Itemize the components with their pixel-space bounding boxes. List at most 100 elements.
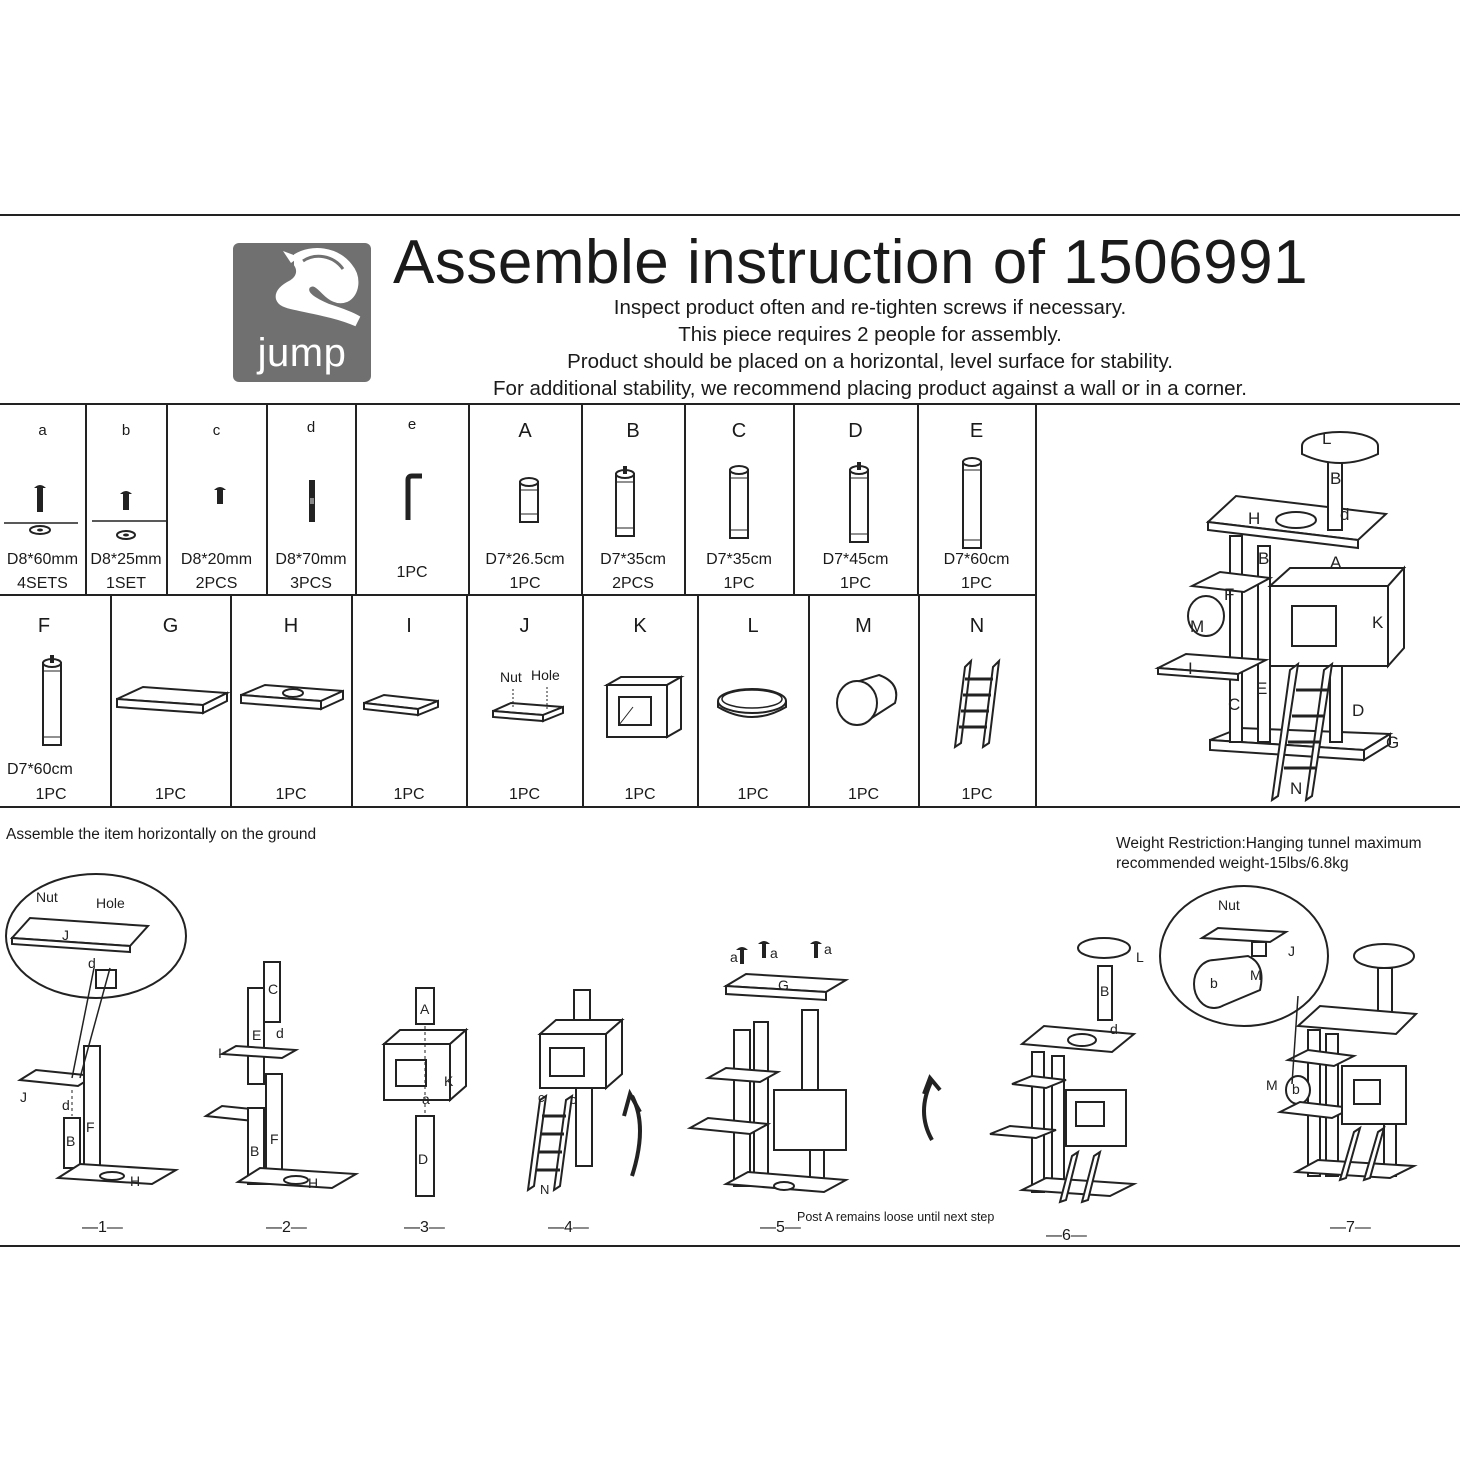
step-label-7: —7— [1330,1219,1371,1236]
col-divider [230,595,232,806]
callout-F: F [1224,585,1234,604]
part-qty: 1PC [509,575,541,592]
col-divider [351,595,353,806]
jump-logo: jump [233,243,371,382]
callout-d: d [1110,1021,1118,1037]
hole-label: Hole [531,667,560,683]
callout-D: D [418,1151,428,1167]
part-spec: D8*60mm [6,551,79,568]
callout-a1: a [730,949,738,965]
nut-label: Nut [500,669,522,685]
step2-diagram: C E d I B F H [203,961,360,1191]
callout-a2: a [770,945,778,961]
note-line: For additional stability, we recommend p… [493,377,1247,400]
bottom-rule [0,1245,1460,1247]
part-qty: 2PCS [195,575,238,592]
col-divider [110,595,112,806]
callout-G: G [1386,733,1399,752]
part-letter: J [519,615,530,637]
screw-icon [214,487,226,504]
part-cell-F: F D7*60cm 1PC [0,595,110,806]
callout-A: A [420,1001,430,1017]
callout-M2: M [1266,1077,1278,1093]
callout-F: F [86,1119,95,1135]
part-cell-K: K 1PC [583,595,697,806]
callout-I: I [1188,659,1193,678]
step6-diagram: L B d [989,937,1144,1204]
part-qty: 1PC [624,786,656,803]
callout-M: M [1190,617,1204,636]
part-spec: D8*70mm [275,551,347,568]
part-spec: D8*25mm [90,551,162,568]
screw-with-washer-icon [4,485,78,535]
part-cell-J: J Nut Hole 1PC [467,595,582,806]
col-divider [917,404,919,594]
part-cell-d: d D8*70mm 3PCS [267,404,355,594]
part-cell-A: A D7*26.5cm 1PC [469,404,581,594]
weight-note-line2: recommended weight-15lbs/6.8kg [1116,855,1349,872]
part-qty: 1PC [960,575,993,592]
weight-note-line1: Weight Restriction:Hanging tunnel maximu… [1116,835,1422,852]
col-divider [468,404,470,594]
ladder-icon [953,658,1001,750]
col-divider [697,595,699,806]
part-letter: H [283,615,299,637]
callout-B2: B [1258,549,1269,568]
callout-E: E [1256,679,1267,698]
callout-nut: Nut [1218,897,1240,913]
callout-b2: b [1292,1081,1300,1097]
part-qty: 1PC [723,575,755,592]
part-qty: 2PCS [612,575,654,592]
parts-row-divider [0,594,1036,596]
part-spec: D7*60cm [7,761,73,778]
callout-J: J [1288,943,1295,959]
step5-diagram: a a a G [686,941,942,1194]
part-cell-e: e 1PC [356,404,468,594]
part-spec: D8*20mm [180,551,253,568]
part-letter: G [162,615,179,637]
part-qty: 1PC [154,786,187,803]
part-qty: 1PC [847,786,880,803]
note-line: Inspect product often and re-tighten scr… [613,296,1127,319]
screw-with-washer-icon [92,491,166,540]
small-platform-icon [363,693,439,717]
part-letter: B [626,420,640,442]
condo-box-icon [603,675,685,739]
callout-K: K [1372,613,1384,632]
part-cell-a: a D8*60mm 4SETS [0,404,85,594]
part-letter: E [969,420,984,442]
note-line: Product should be placed on a horizontal… [567,350,1173,373]
board-with-hole-icon [240,683,344,711]
step-label-5: —5— [760,1219,801,1236]
part-qty: 1PC [508,786,541,803]
hex-key-icon [405,473,422,520]
part-cell-G: G 1PC [111,595,230,806]
step-label-6: —6— [1046,1227,1087,1244]
tunnel-icon [836,673,898,726]
col-divider [166,404,168,594]
part-letter: A [518,420,532,442]
threaded-rod-icon [309,480,315,522]
part-spec: D7*26.5cm [485,551,565,568]
logo-text: jump [257,331,347,375]
page-title: Assemble instruction of 1506991 [393,228,1309,297]
part-qty: 4SETS [17,575,68,592]
callout-nut: Nut [36,889,58,905]
part-letter: d [306,419,316,436]
post-icon [42,655,62,746]
callout-K: K [444,1073,454,1089]
callout-d: d [1340,505,1349,524]
part-letter: b [121,422,131,439]
part-spec: D7*60cm [943,551,1010,568]
top-rule [0,214,1460,216]
part-cell-L: L 1PC [698,595,808,806]
callout-I: I [218,1045,222,1061]
callout-C: C [1228,695,1240,714]
callout-a: a [422,1091,430,1107]
callout-J2: J [20,1089,27,1105]
callout-M: M [1250,967,1262,983]
part-letter: F [37,615,51,637]
part-cell-H: H 1PC [231,595,351,806]
step-label-2: —2— [266,1219,307,1236]
part-spec: D7*35cm [706,551,772,568]
